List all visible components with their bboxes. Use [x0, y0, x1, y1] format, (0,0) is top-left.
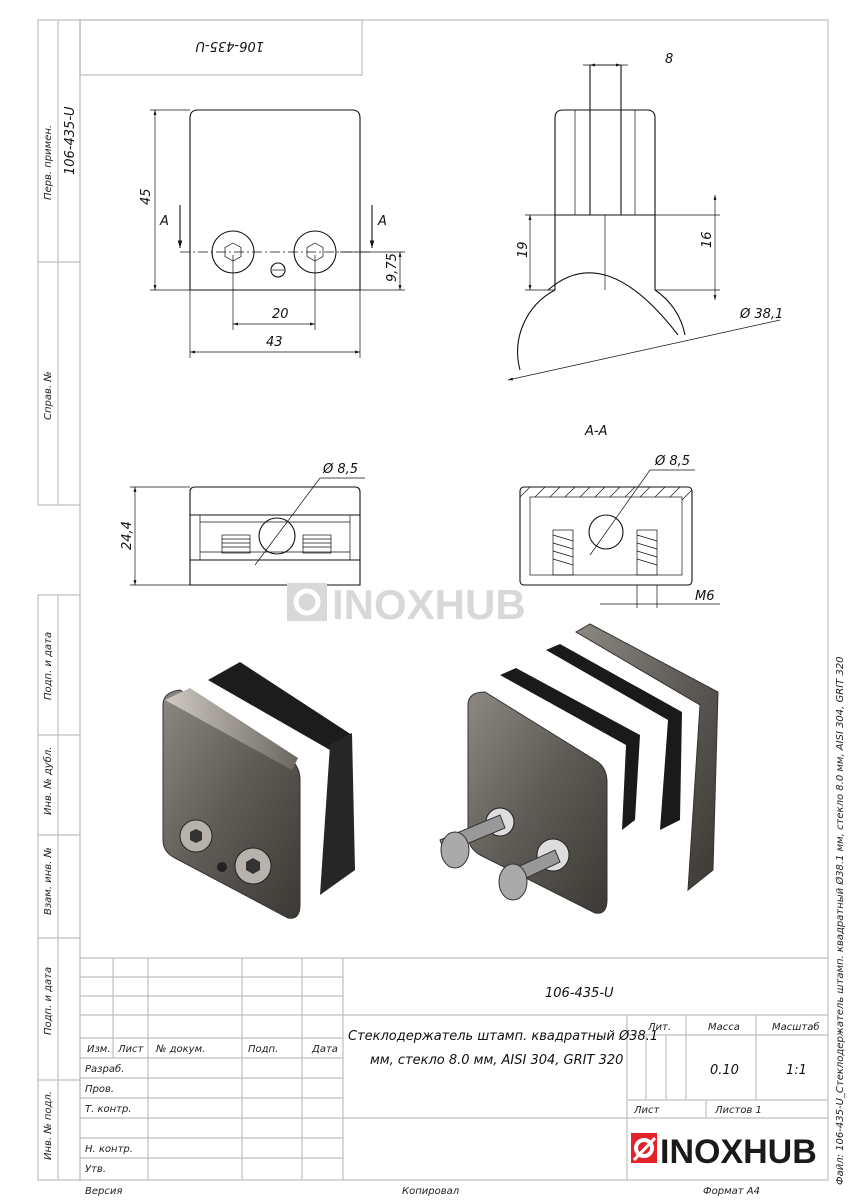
front-view: 45 A A 9,75 20 43	[139, 109, 405, 358]
stamp-code: 106-435-U	[195, 38, 264, 53]
dim-pipe-diameter: Ø 38,1	[739, 307, 783, 322]
footer-copied: Копировал	[402, 1186, 460, 1197]
label-podp-data-2: Подп. и дата	[43, 967, 54, 1035]
dim-m6: M6	[695, 589, 715, 604]
label-perv-primen: Перв. примен.	[43, 125, 54, 200]
title-block: 106-435-U Стеклодержатель штамп. квадрат…	[80, 656, 846, 1197]
header-list: Лист	[117, 1044, 145, 1055]
mass-value: 0.10	[710, 1063, 739, 1078]
header-data: Дата	[311, 1044, 338, 1055]
render-exploded	[439, 623, 719, 914]
header-doc-no: № докум.	[155, 1044, 205, 1055]
dim-hole-diameter-1: Ø 8,5	[322, 462, 358, 477]
role-n-kontr: Н. контр.	[85, 1144, 133, 1155]
description-line1: Стеклодержатель штамп. квадратный Ø38.1	[348, 1029, 658, 1044]
file-caption: Файл: 106-435-U_Стеклодержатель штамп. к…	[834, 656, 846, 1185]
dim-244: 24,4	[120, 521, 135, 550]
render-assembled	[162, 662, 355, 919]
dim-8: 8	[665, 52, 673, 67]
dim-16: 16	[700, 231, 715, 248]
sheets-label: Листов 1	[714, 1105, 762, 1116]
label-vzam-inv: Взам. инв. №	[43, 847, 54, 915]
label-inv-dubl: Инв. № дубл.	[42, 747, 54, 815]
label-sprav-no: Справ. №	[43, 371, 54, 420]
scale-label: Масштаб	[772, 1021, 820, 1033]
role-t-kontr: Т. контр.	[85, 1104, 132, 1115]
sheet-frame	[37, 19, 829, 1181]
footer-format: Формат А4	[703, 1186, 760, 1197]
side-view: 8 19 16 Ø 38,1 A-A	[507, 52, 783, 439]
logo-text: INOXHUB	[660, 1133, 817, 1171]
section-a-a-view: Ø 8,5 M6	[519, 454, 720, 608]
header-izm: Изм.	[87, 1044, 111, 1055]
dim-45: 45	[139, 188, 154, 205]
role-razrab: Разраб.	[85, 1063, 124, 1075]
section-title-a-a: A-A	[584, 424, 607, 439]
designation: 106-435-U	[545, 986, 614, 1001]
section-arrow-a-right: A	[377, 214, 387, 229]
mass-label: Масса	[708, 1022, 740, 1033]
dim-hole-diameter-2: Ø 8,5	[654, 454, 690, 469]
description-line2: мм, стекло 8.0 мм, AISI 304, GRIT 320	[370, 1053, 623, 1068]
header-podp: Подп.	[248, 1044, 278, 1055]
bottom-view: Ø 8,5 24,4	[120, 462, 365, 586]
watermark: INOXHUB	[287, 581, 526, 628]
lit-label: Лит.	[647, 1022, 671, 1033]
dim-20: 20	[272, 307, 289, 322]
footer-version: Версия	[85, 1186, 122, 1197]
perv-primen-value: 106-435-U	[63, 106, 78, 175]
label-podp-data-1: Подп. и дата	[43, 632, 54, 700]
dim-19: 19	[516, 241, 531, 258]
role-utv: Утв.	[85, 1164, 106, 1175]
sheet-label: Лист	[633, 1105, 661, 1116]
scale-value: 1:1	[786, 1063, 807, 1078]
section-arrow-a-left: A	[159, 214, 169, 229]
dim-975: 9,75	[385, 253, 400, 282]
dim-43: 43	[266, 335, 283, 350]
watermark-text: INOXHUB	[332, 581, 526, 628]
label-inv-podl: Инв. № подл.	[43, 1091, 54, 1160]
role-prov: Пров.	[85, 1084, 114, 1095]
inoxhub-logo: INOXHUB	[631, 1133, 817, 1171]
left-strip: Перв. примен. 106-435-U Справ. № Подп. и…	[42, 38, 264, 1160]
